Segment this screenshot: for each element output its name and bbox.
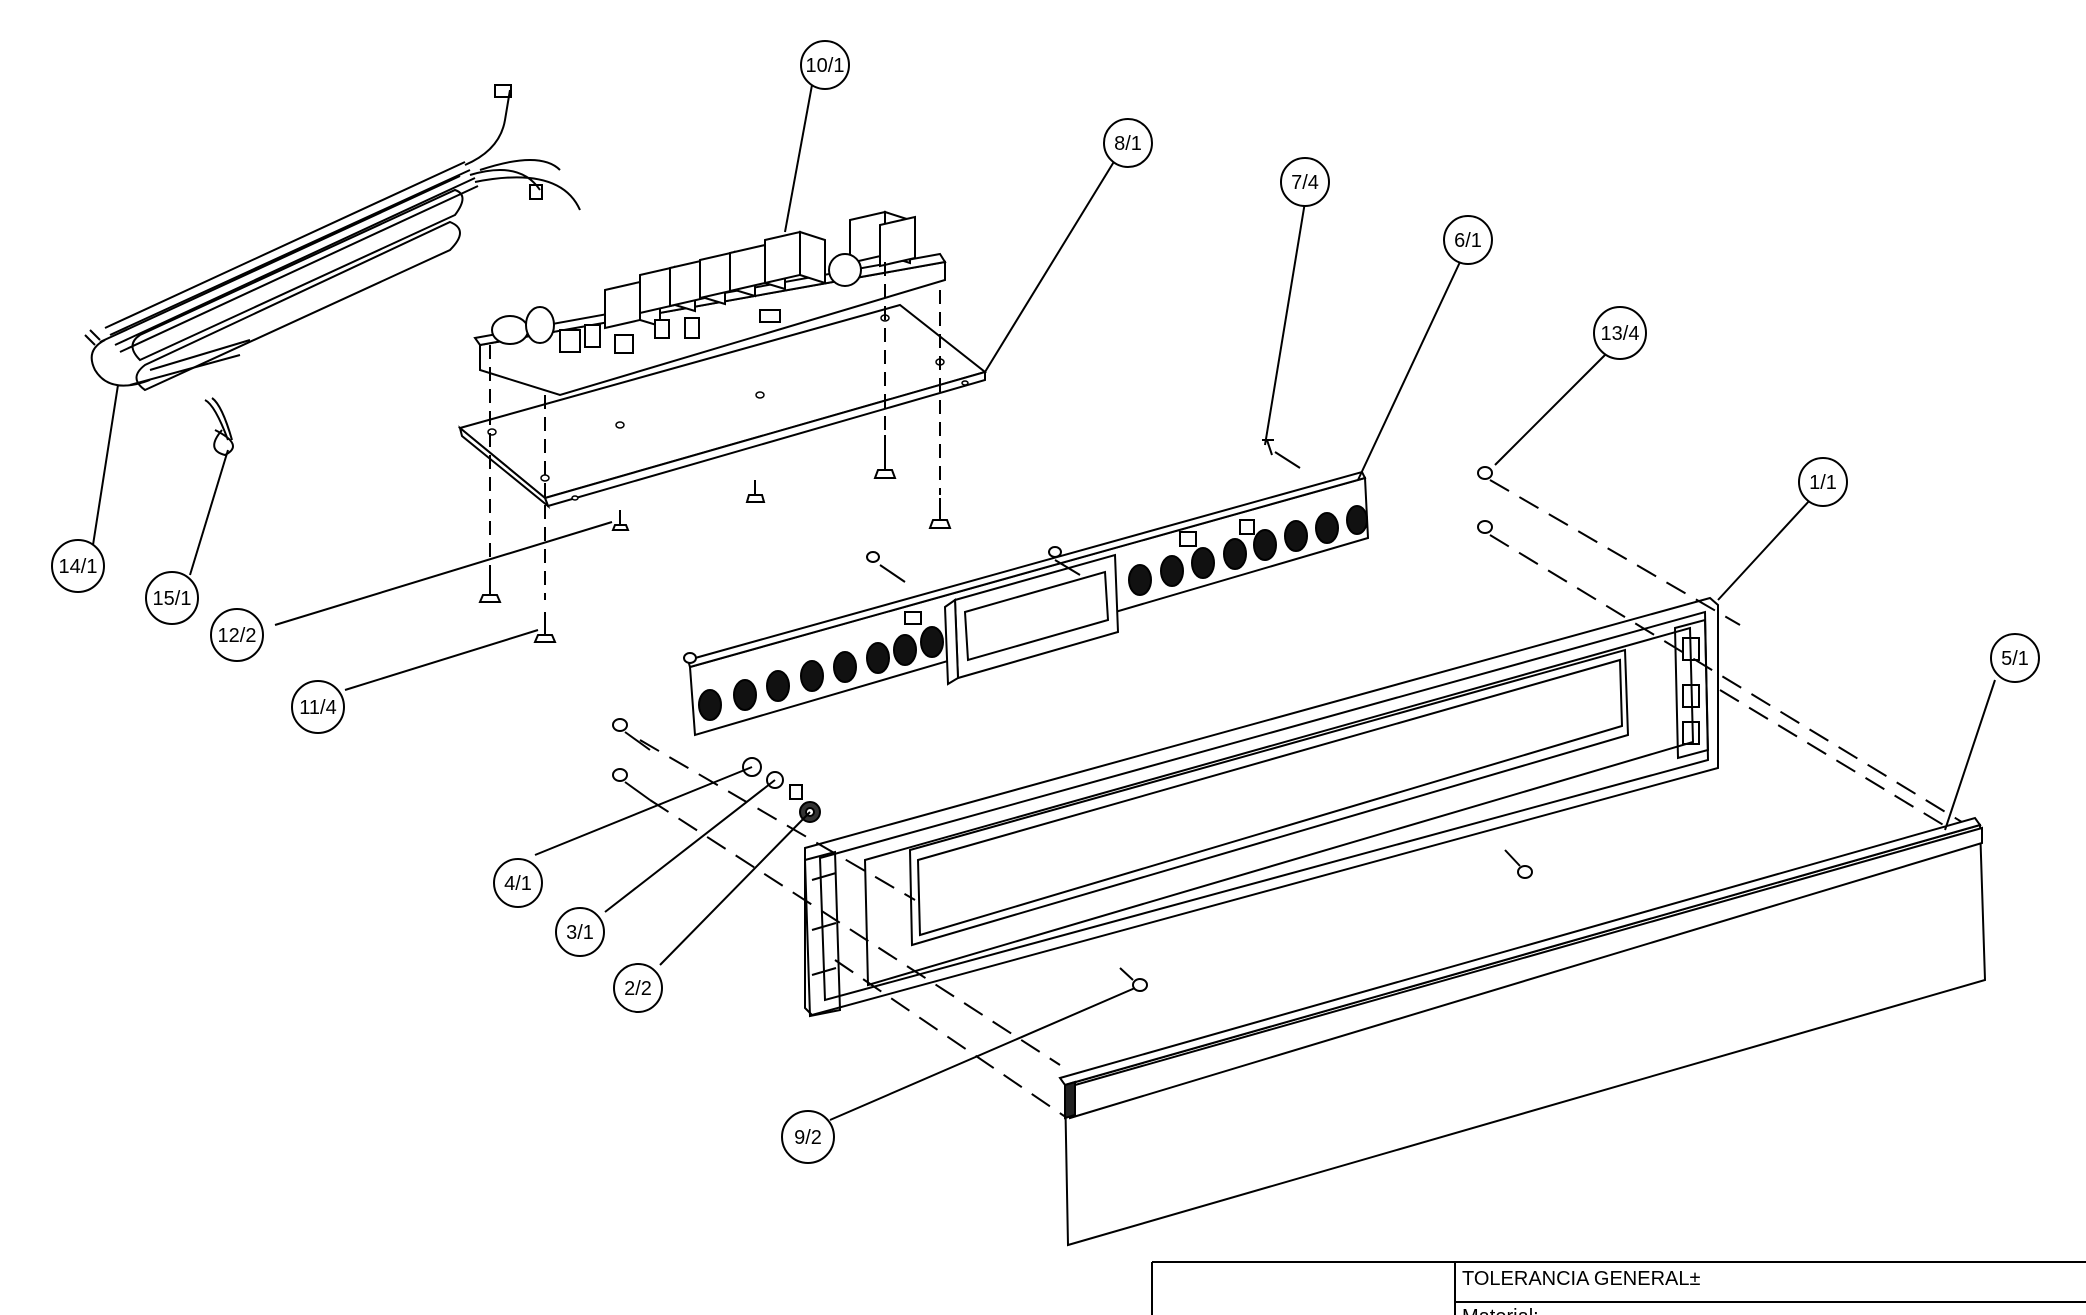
leader-lines xyxy=(92,84,1996,1121)
callout-label: 13/4 xyxy=(1601,323,1640,345)
callout-label: 5/1 xyxy=(2001,648,2029,670)
mounting-plate xyxy=(457,303,988,510)
callout-label: 15/1 xyxy=(153,588,192,610)
interface-pcb xyxy=(686,470,1370,737)
callout-label: 6/1 xyxy=(1454,230,1482,252)
callout-4-1: 4/1 xyxy=(493,858,543,908)
callout-12-2: 12/2 xyxy=(210,608,264,662)
callout-8-1: 8/1 xyxy=(1103,118,1153,168)
front-frame xyxy=(803,596,1719,1018)
frame-screws xyxy=(1119,849,1533,992)
callout-label: 10/1 xyxy=(806,55,845,77)
callout-label: 8/1 xyxy=(1114,133,1142,155)
plate-screws xyxy=(478,435,952,643)
tolerance-label: TOLERANCIA GENERAL± xyxy=(1462,1268,1700,1290)
cable-tie xyxy=(204,397,234,457)
callout-label: 4/1 xyxy=(504,873,532,895)
callout-label: 11/4 xyxy=(299,697,336,719)
callout-6-1: 6/1 xyxy=(1443,215,1493,265)
pcb-relays xyxy=(604,210,916,330)
callout-1-1: 1/1 xyxy=(1798,457,1848,507)
plate-assembly-lines xyxy=(489,262,941,600)
callout-11-4: 11/4 xyxy=(291,680,345,734)
callout-15-1: 15/1 xyxy=(145,571,199,625)
callout-label: 3/1 xyxy=(566,922,594,944)
material-label: Material: xyxy=(1462,1306,1539,1315)
pcb-knobs-left xyxy=(698,626,944,721)
callout-label: 7/4 xyxy=(1291,172,1319,194)
pcb-dash-lines xyxy=(624,451,1301,801)
pcb-knobs-right xyxy=(1128,505,1368,596)
frame-assembly-lines xyxy=(639,479,1976,1121)
faceplate xyxy=(1058,816,1987,1247)
callout-14-1: 14/1 xyxy=(51,539,105,593)
callout-label: 1/1 xyxy=(1809,472,1837,494)
callout-7-4: 7/4 xyxy=(1280,157,1330,207)
callout-2-2: 2/2 xyxy=(613,963,663,1013)
callout-13-4: 13/4 xyxy=(1593,306,1647,360)
callout-9-2: 9/2 xyxy=(781,1110,835,1164)
callout-label: 12/2 xyxy=(218,625,257,647)
callout-label: 2/2 xyxy=(624,978,652,1000)
wiring-harness xyxy=(84,84,581,392)
pcb-screws xyxy=(612,439,1493,782)
callout-10-1: 10/1 xyxy=(800,40,850,90)
callout-label: 9/2 xyxy=(794,1127,822,1149)
callout-5-1: 5/1 xyxy=(1990,633,2040,683)
control-pcb xyxy=(473,210,947,397)
callout-label: 14/1 xyxy=(59,556,98,578)
title-block xyxy=(1151,1261,2086,1315)
callout-3-1: 3/1 xyxy=(555,907,605,957)
